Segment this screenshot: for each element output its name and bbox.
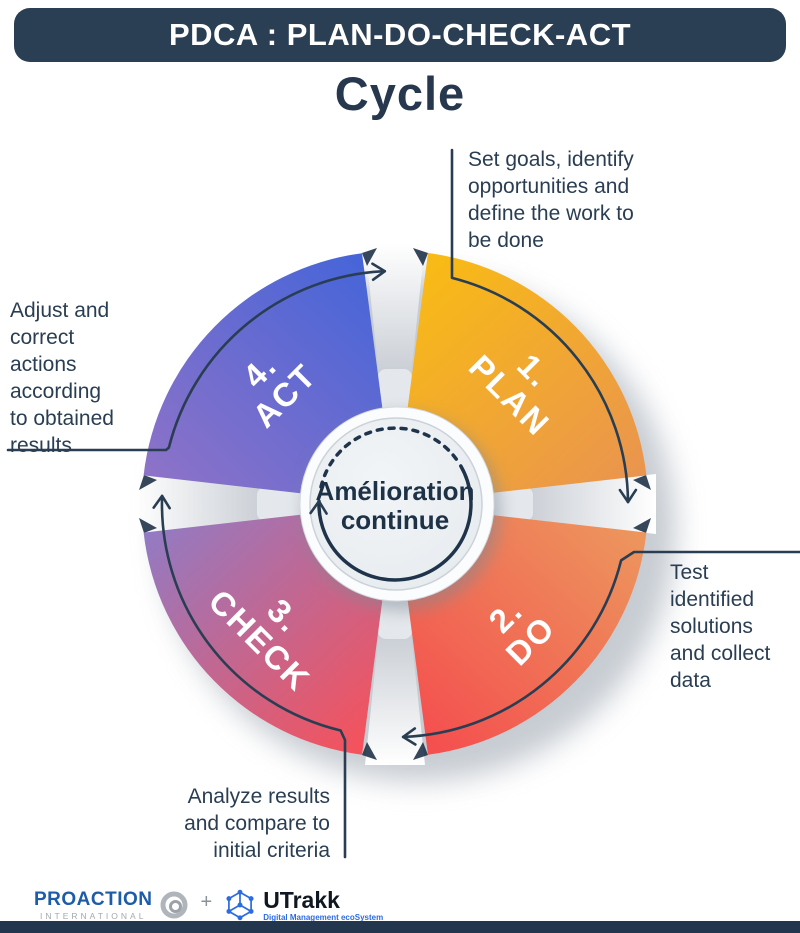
hub-cycle-arrow-dashed (319, 426, 461, 489)
do-annotation-line: data (670, 669, 711, 692)
footer-logos: PROACTION INTERNATIONAL + UTrakk D (34, 884, 383, 926)
center-label-line1: Amélioration (315, 476, 475, 506)
act-annotation-line: actions (10, 353, 77, 376)
act-arrow (6, 262, 387, 452)
center-label: Amélioration continue (316, 477, 475, 535)
check-annotation-line: and compare to (184, 812, 330, 835)
plan-annotation-line: be done (468, 229, 544, 252)
bottom-bar (0, 921, 800, 933)
proaction-swirl-icon (160, 891, 187, 919)
act-annotation-line: according (10, 380, 102, 403)
act-annotation-line: correct (10, 326, 75, 349)
proaction-logo: PROACTION INTERNATIONAL (34, 890, 153, 921)
fold-triangles (139, 248, 651, 760)
plan-annotation: Set goals, identify opportunities and de… (468, 146, 634, 254)
do-annotation-line: solutions (670, 615, 753, 638)
act-annotation-line: Adjust and (10, 299, 110, 322)
act-annotation: Adjust and correct actions according to … (10, 297, 114, 459)
do-annotation-line: identified (670, 588, 755, 611)
check-annotation-line: Analyze results (187, 785, 330, 808)
plan-annotation-line: define the work to (468, 202, 634, 225)
check-annotation-line: initial criteria (213, 839, 330, 862)
do-annotation-line: and collect (670, 642, 771, 665)
check-annotation: Analyze results and compare to initial c… (184, 783, 330, 864)
utrakk-cube-icon (226, 889, 254, 921)
utrakk-wordmark: UTrakk (263, 886, 340, 913)
proaction-subtitle: INTERNATIONAL (40, 910, 147, 921)
banner-text: PDCA : PLAN-DO-CHECK-ACT (168, 17, 632, 52)
plan-arrow (450, 148, 638, 504)
do-annotation-line: Test (670, 561, 709, 584)
plan-annotation-line: Set goals, identify (468, 148, 634, 171)
page-title: Cycle (334, 67, 466, 120)
proaction-wordmark: PROACTION (34, 888, 153, 910)
plan-annotation-line: opportunities and (468, 175, 630, 198)
act-annotation-line: to obtained (10, 407, 114, 430)
do-annotation: Test identified solutions and collect da… (670, 559, 770, 694)
center-label-line2: continue (340, 505, 450, 535)
utrakk-logo: UTrakk Digital Management ecoSystem (263, 886, 384, 922)
title-banner: PDCA : PLAN-DO-CHECK-ACT (14, 8, 786, 62)
plus-separator: + (200, 890, 213, 913)
check-arrow (152, 494, 347, 859)
hub-cycle-arrow-solid (309, 464, 473, 582)
act-annotation-line: results (10, 434, 72, 457)
utrakk-tagline: Digital Management ecoSystem (263, 912, 384, 922)
do-arrow (401, 550, 800, 746)
